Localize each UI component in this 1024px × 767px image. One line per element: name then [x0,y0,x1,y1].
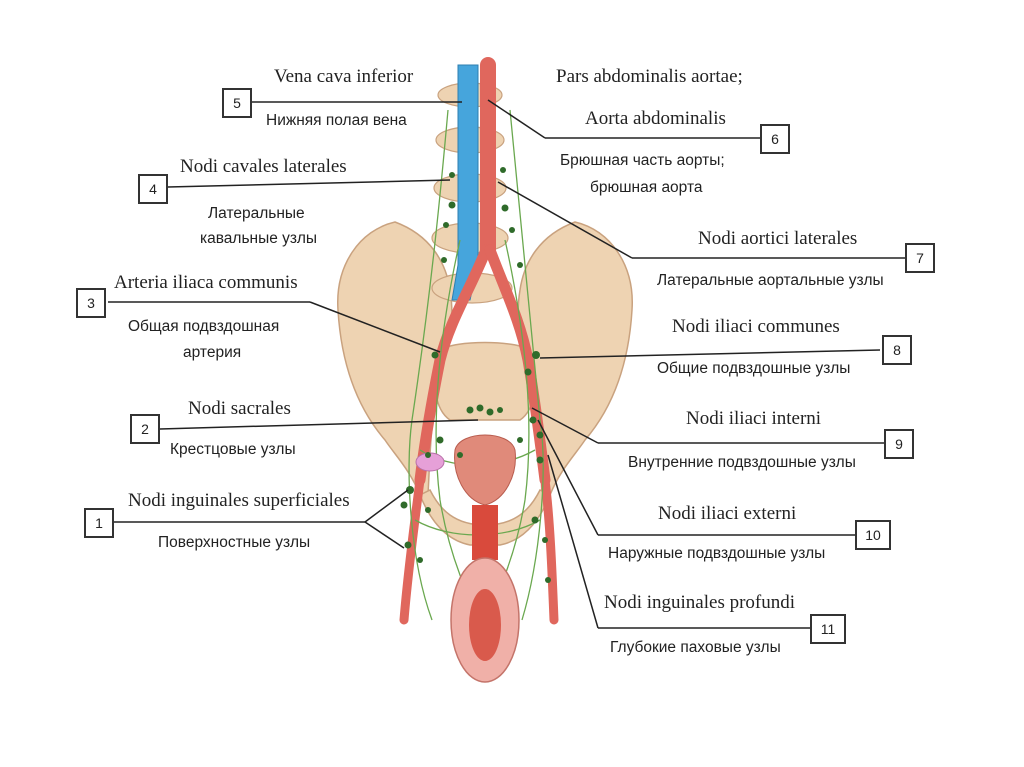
label-latin-7: Nodi aortici laterales [698,228,858,249]
label-number-4: 4 [138,174,168,204]
leader-lines [108,99,905,629]
label-number-7: 7 [905,243,935,273]
label-number-10: 10 [855,520,891,550]
label-russian-3b: артерия [183,344,242,361]
label-latin-9: Nodi iliaci interni [686,408,822,429]
label-russian-9: Внутренние подвздошные узлы [628,454,856,471]
label-latin-11: Nodi inguinales profundi [604,592,796,613]
label-number-6: 6 [760,124,790,154]
label-number-5: 5 [222,88,252,118]
label-latin-6b: Aorta abdominalis [585,108,726,129]
label-russian-6a: Брюшная часть аорты; [560,152,725,169]
label-number-11: 11 [810,614,846,644]
label-number-9: 9 [884,429,914,459]
pelvic-organs [415,434,520,683]
label-russian-4a: Латеральные [208,205,305,222]
label-russian-2: Крестцовые узлы [170,441,296,458]
label-latin-3: Arteria iliaca communis [114,272,298,293]
label-latin-8: Nodi iliaci communes [672,316,840,337]
label-russian-5: Нижняя полая вена [266,112,407,129]
label-latin-1: Nodi inguinales superficiales [128,490,350,511]
label-number-8: 8 [882,335,912,365]
vena-cava [451,64,479,301]
label-russian-10: Наружные подвздошные узлы [608,545,826,562]
label-latin-2: Nodi sacrales [188,398,291,419]
label-russian-4b: кавальные узлы [200,230,318,247]
label-latin-6a: Pars abdominalis aortae; [556,66,743,87]
label-russian-6b: брюшная аорта [590,179,703,196]
label-latin-5: Vena cava inferior [274,66,414,87]
label-number-2: 2 [130,414,160,444]
label-russian-8: Общие подвздошные узлы [657,360,851,377]
label-russian-11: Глубокие паховые узлы [610,639,781,656]
label-latin-10: Nodi iliaci externi [658,503,797,524]
label-number-1: 1 [84,508,114,538]
label-russian-7: Латеральные аортальные узлы [657,272,884,289]
lymph-nodes [400,167,551,583]
label-latin-4: Nodi cavales laterales [180,156,347,177]
label-number-3: 3 [76,288,106,318]
label-russian-1: Поверхностные узлы [158,534,311,551]
label-russian-3a: Общая подвздошная [128,318,280,335]
